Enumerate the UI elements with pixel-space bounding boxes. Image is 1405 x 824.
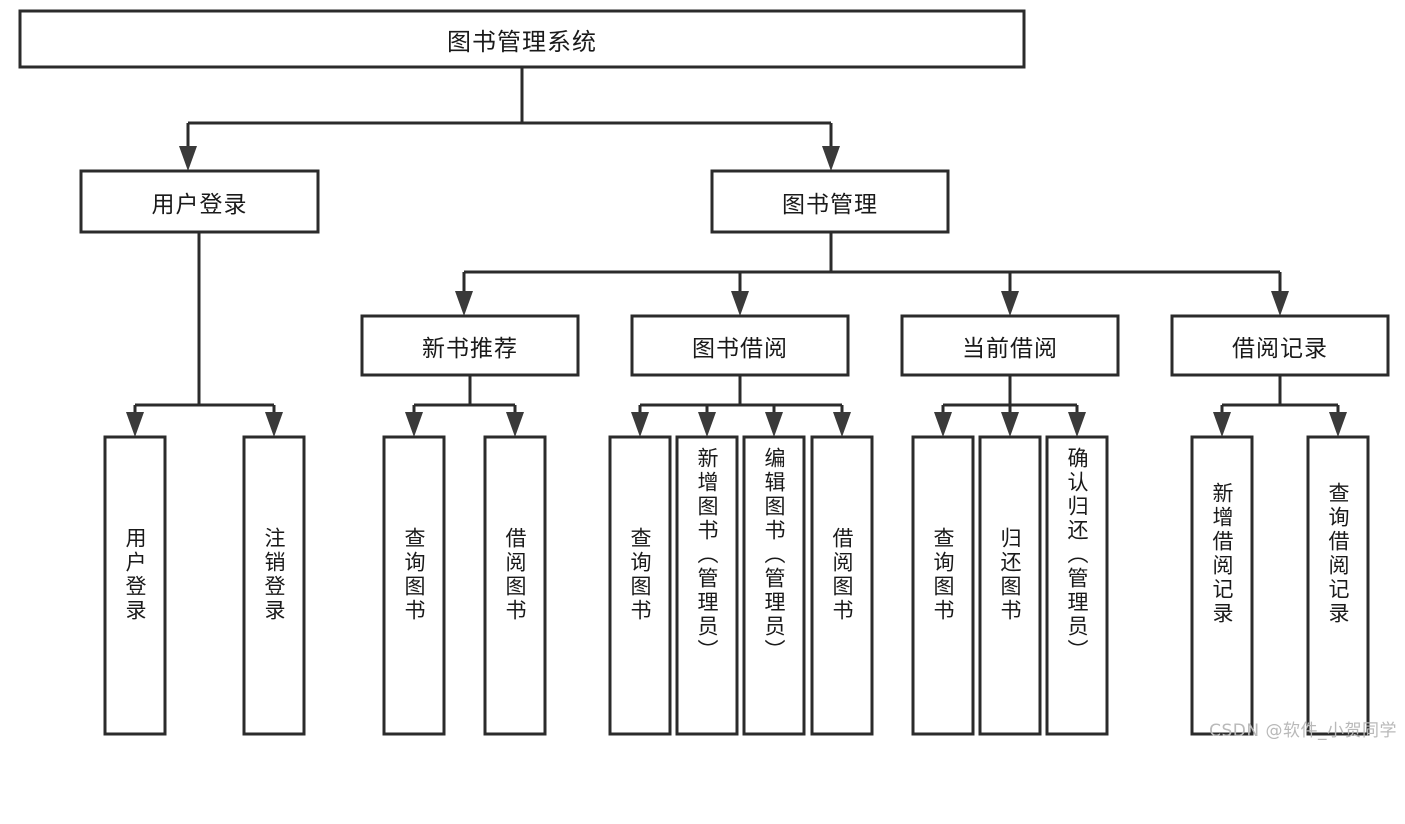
node-box-leaf-user-login[interactable]: [103, 435, 167, 736]
arrow-head-icon: [1271, 291, 1289, 316]
arrow-head-icon: [126, 412, 144, 437]
node-box-leaf-add-book[interactable]: [675, 435, 739, 736]
node-box-leaf-confirm-return[interactable]: [1045, 435, 1109, 736]
arrow-head-icon: [765, 412, 783, 437]
diagram-canvas: [18, 9, 1390, 736]
arrow-head-icon: [1001, 412, 1019, 437]
node-box-user-login[interactable]: [79, 169, 320, 234]
node-box-leaf-query-book-2[interactable]: [608, 435, 672, 736]
node-box-leaf-edit-book[interactable]: [742, 435, 806, 736]
functional-structure-diagram: 图书管理系统 用户登录 图书管理 新书推荐 图书借阅 当前借阅 借阅记录 用户登…: [18, 9, 1397, 741]
node-box-leaf-add-record[interactable]: [1190, 435, 1254, 736]
node-box-leaf-query-record[interactable]: [1306, 435, 1370, 736]
arrow-head-icon: [1068, 412, 1086, 437]
connector-bookborrow-to-leaves: [631, 375, 851, 437]
node-box-current-borrow[interactable]: [900, 314, 1120, 377]
node-box-leaf-query-book-3[interactable]: [911, 435, 975, 736]
connector-newbook-to-leaves: [405, 375, 524, 437]
connector-root-to-level2: [179, 67, 840, 171]
arrow-head-icon: [631, 412, 649, 437]
node-box-leaf-return-book[interactable]: [978, 435, 1042, 736]
node-box-book-borrow[interactable]: [630, 314, 850, 377]
arrow-head-icon: [455, 291, 473, 316]
arrow-head-icon: [1213, 412, 1231, 437]
arrow-head-icon: [265, 412, 283, 437]
node-box-book-manage[interactable]: [710, 169, 950, 234]
node-box-leaf-borrow-book-1[interactable]: [483, 435, 547, 736]
arrow-head-icon: [506, 412, 524, 437]
connector-bookmanage-to-level3: [455, 232, 1289, 316]
arrow-head-icon: [731, 291, 749, 316]
arrow-head-icon: [1329, 412, 1347, 437]
connector-borrowrecord-to-leaves: [1213, 375, 1347, 437]
connector-currentborrow-to-leaves: [934, 375, 1086, 437]
node-box-new-book-recommend[interactable]: [360, 314, 580, 377]
connector-userlogin-to-leaves: [126, 232, 283, 437]
arrow-head-icon: [698, 412, 716, 437]
arrow-head-icon: [833, 412, 851, 437]
node-box-leaf-query-book-1[interactable]: [382, 435, 446, 736]
arrow-head-icon: [179, 146, 197, 171]
node-box-leaf-borrow-book-2[interactable]: [810, 435, 874, 736]
node-box-root[interactable]: [18, 9, 1026, 69]
node-box-borrow-record[interactable]: [1170, 314, 1390, 377]
arrow-head-icon: [822, 146, 840, 171]
arrow-head-icon: [405, 412, 423, 437]
node-box-leaf-logout[interactable]: [242, 435, 306, 736]
arrow-head-icon: [1001, 291, 1019, 316]
arrow-head-icon: [934, 412, 952, 437]
